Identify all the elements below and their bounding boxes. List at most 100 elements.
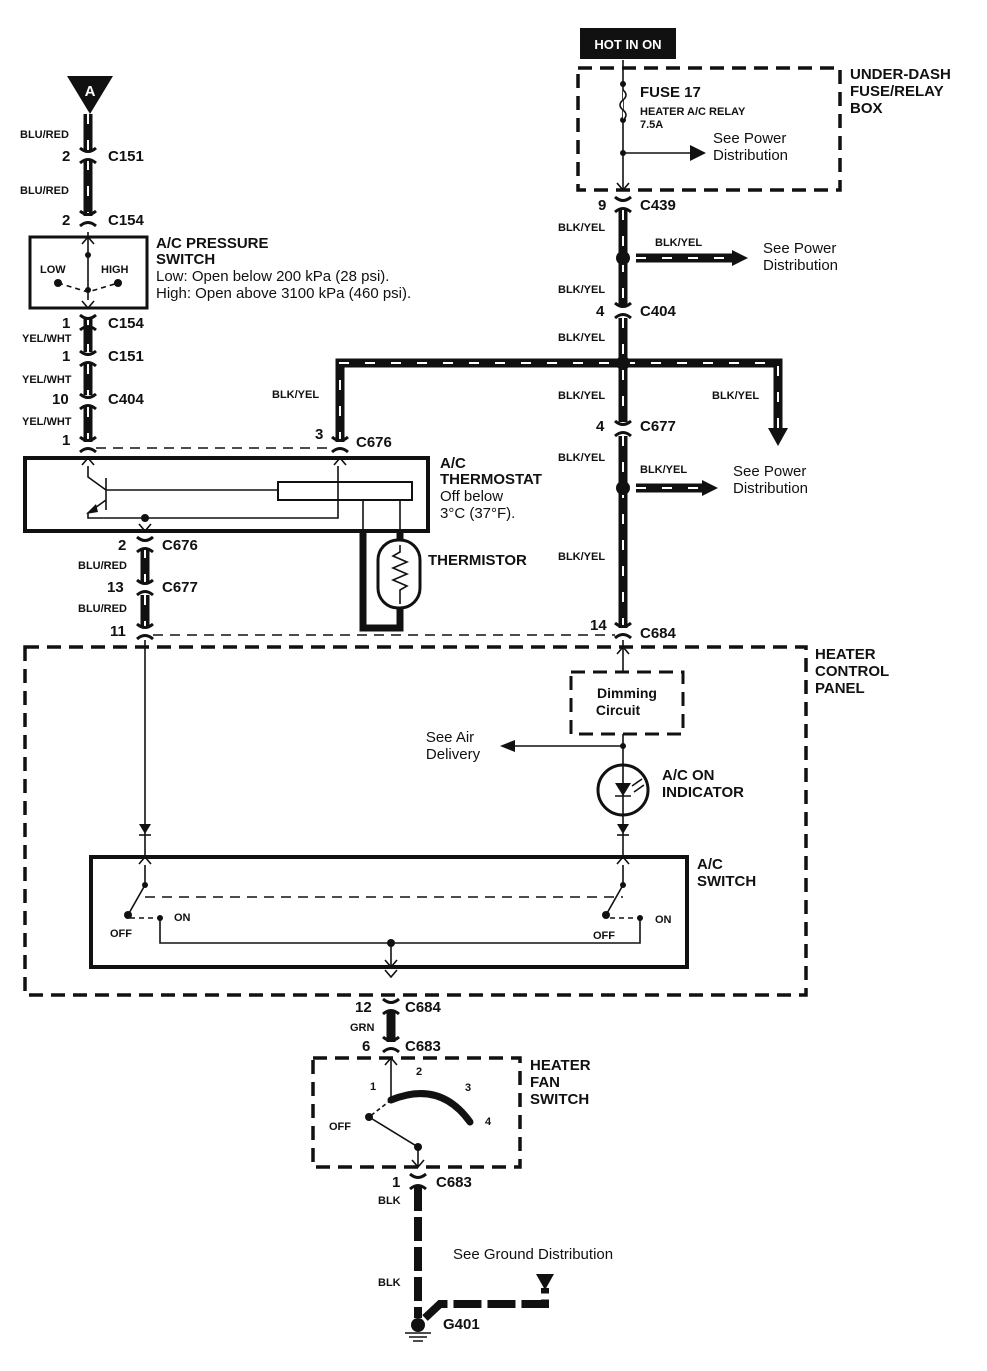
junction-dot <box>620 882 626 888</box>
connector-pin: 2 <box>62 212 70 229</box>
ac-switch-title-1: A/C <box>697 856 723 873</box>
wire-color-label: BLK/YEL <box>558 551 605 563</box>
terminal-icon <box>616 182 630 192</box>
pressure-switch-blade <box>57 282 119 293</box>
dimming-label-1: Dimming <box>597 685 657 701</box>
connector-icon <box>614 301 632 320</box>
fan-switch-title-3: SWITCH <box>530 1091 589 1108</box>
junction-dot <box>142 882 148 888</box>
fan-switch-title-2: FAN <box>530 1074 560 1091</box>
heater-control-panel-box <box>23 645 808 997</box>
diode-icon <box>617 824 629 834</box>
connector-id: C404 <box>108 391 145 408</box>
wire-color-label: BLK/YEL <box>640 464 687 476</box>
wire-color-label: BLU/RED <box>20 129 69 141</box>
connector-pin: 1 <box>62 315 70 332</box>
connector-pin: 1 <box>392 1174 400 1191</box>
ac-switch-right-off: OFF <box>593 930 615 942</box>
junction-dot <box>616 481 630 495</box>
fuse-box-title-3: BOX <box>850 100 883 117</box>
arrow-right-icon <box>732 250 748 266</box>
wire-blk-yel-thermostat <box>335 358 783 442</box>
connector-icon <box>79 349 97 368</box>
hcp-title-1: HEATER <box>815 646 876 663</box>
junction-dot <box>620 81 626 87</box>
wire-blk-yel-thermostat-stripe <box>339 362 779 442</box>
terminal-icon <box>384 959 398 969</box>
fan-pos-4: 4 <box>485 1116 492 1128</box>
see-power-1b: Distribution <box>763 257 838 274</box>
fuse-desc: HEATER A/C RELAY <box>640 106 746 118</box>
wire-color-label: BLU/RED <box>78 603 127 615</box>
thermostat-title-2: THERMOSTAT <box>440 471 542 488</box>
ground-id: G401 <box>443 1316 480 1333</box>
thermostat-sensor <box>277 481 413 501</box>
wire-color-label: BLK/YEL <box>558 284 605 296</box>
connector-id: C676 <box>356 434 392 451</box>
air-delivery-1: See Air <box>426 729 474 746</box>
connector-icon <box>136 622 154 641</box>
wire-color-label: BLK/YEL <box>558 390 605 402</box>
connector-id: C683 <box>436 1174 472 1191</box>
thermistor-leads <box>362 500 401 531</box>
wire-color-label: BLK/YEL <box>655 237 702 249</box>
wire-color-label: YEL/WHT <box>22 333 72 345</box>
fan-pos-3: 3 <box>465 1082 471 1094</box>
connector-pin: 13 <box>107 579 124 596</box>
wire-color-label: YEL/WHT <box>22 416 72 428</box>
dimming-circuit-box <box>569 670 685 736</box>
connector-icon <box>614 621 632 640</box>
fuse-see-power-1: See Power <box>713 130 786 147</box>
ground-arrow-icon <box>536 1274 554 1290</box>
connector-pin: 9 <box>598 197 606 214</box>
terminal-icon <box>384 969 398 979</box>
thermostat-note-1: Off below <box>440 488 503 505</box>
terminal-icon <box>138 855 152 865</box>
pressure-low-label: LOW <box>40 264 66 276</box>
see-power-2a: See Power <box>733 463 806 480</box>
wire-color-label: BLK/YEL <box>712 390 759 402</box>
connector-id: C151 <box>108 348 144 365</box>
wire-color-label: BLK/YEL <box>558 332 605 344</box>
connector-icon <box>331 435 349 454</box>
connector-pin: 3 <box>315 426 323 443</box>
wire-color-label: BLK <box>378 1195 401 1207</box>
thermistor-resistor-icon <box>390 545 410 604</box>
connector-pin: 10 <box>52 391 69 408</box>
pressure-switch-title-2: SWITCH <box>156 251 215 268</box>
terminal-icon <box>81 300 95 310</box>
connector-icon <box>79 435 97 454</box>
fuse-box-title-2: FUSE/RELAY <box>850 83 944 100</box>
indicator-label-2: INDICATOR <box>662 784 744 801</box>
connector-pin: 1 <box>62 432 70 449</box>
terminal-icon <box>411 1159 425 1169</box>
fan-pos-off: OFF <box>329 1121 351 1133</box>
fan-switch-title-1: HEATER <box>530 1057 591 1074</box>
connector-pin: 14 <box>590 617 607 634</box>
ac-switch-left-off: OFF <box>110 928 132 940</box>
air-delivery-2: Delivery <box>426 746 481 763</box>
arrow-right-icon <box>690 145 706 161</box>
connector-icon <box>79 209 97 228</box>
thermistor-icon <box>376 538 422 610</box>
connector-icon <box>79 146 97 165</box>
wire-color-label: GRN <box>350 1022 375 1034</box>
thermostat-box <box>23 456 430 533</box>
transistor-arrow-icon <box>86 504 98 514</box>
connector-pin: 4 <box>596 303 605 320</box>
terminal-icon <box>138 523 152 533</box>
terminal-icon <box>333 456 347 466</box>
hot-in-on-label: HOT IN ON <box>594 37 661 52</box>
connector-id: C404 <box>640 303 677 320</box>
high-contact <box>114 279 122 287</box>
fuse-rating: 7.5A <box>640 119 663 131</box>
see-power-1a: See Power <box>763 240 836 257</box>
fan-pos-2: 2 <box>416 1066 422 1078</box>
terminal-icon <box>81 235 95 245</box>
wire-color-label: BLU/RED <box>20 185 69 197</box>
fan-switch-blade <box>368 1116 419 1148</box>
connector-icon <box>614 419 632 438</box>
marker-label: A <box>85 83 96 100</box>
fuse-label: FUSE 17 <box>640 84 701 101</box>
diagram-geometry <box>23 60 842 1342</box>
